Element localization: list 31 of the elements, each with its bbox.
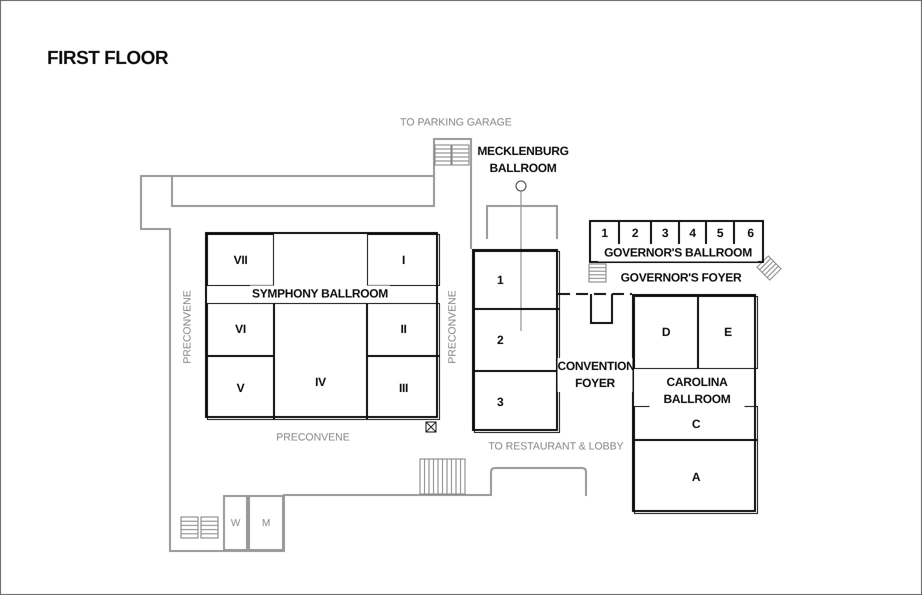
- room: 4: [680, 222, 707, 244]
- room: II: [367, 303, 440, 356]
- room: 3: [474, 371, 560, 433]
- room: 2: [620, 222, 652, 244]
- room: V: [207, 356, 274, 420]
- room: I: [367, 234, 440, 286]
- floor-title: FIRST FLOOR: [47, 48, 168, 70]
- area-label: TO RESTAURANT & LOBBY: [488, 440, 624, 454]
- room: E: [698, 296, 758, 369]
- area-label: PRECONVENE: [446, 290, 460, 364]
- ballroom-outline: [205, 232, 438, 418]
- area-name: CONVENTION FOYER: [558, 358, 632, 392]
- ballroom-outline: [589, 220, 764, 263]
- room: III: [367, 356, 440, 420]
- room: D: [634, 296, 698, 369]
- room: 1: [591, 222, 620, 244]
- room: 6: [735, 222, 766, 244]
- room: 1: [474, 251, 560, 309]
- room: 3: [652, 222, 680, 244]
- area-label: PRECONVENE: [180, 290, 194, 364]
- ballroom-outline: [632, 294, 756, 512]
- room: IV: [274, 303, 367, 420]
- room: C: [634, 406, 758, 440]
- room: VII: [207, 234, 274, 286]
- area-label: TO PARKING GARAGE: [400, 116, 512, 130]
- room: 5: [707, 222, 735, 244]
- restroom: M: [248, 495, 284, 551]
- area-label: PRECONVENE: [276, 430, 350, 446]
- room: A: [634, 440, 758, 514]
- room: VI: [207, 303, 274, 356]
- restroom: W: [223, 495, 248, 551]
